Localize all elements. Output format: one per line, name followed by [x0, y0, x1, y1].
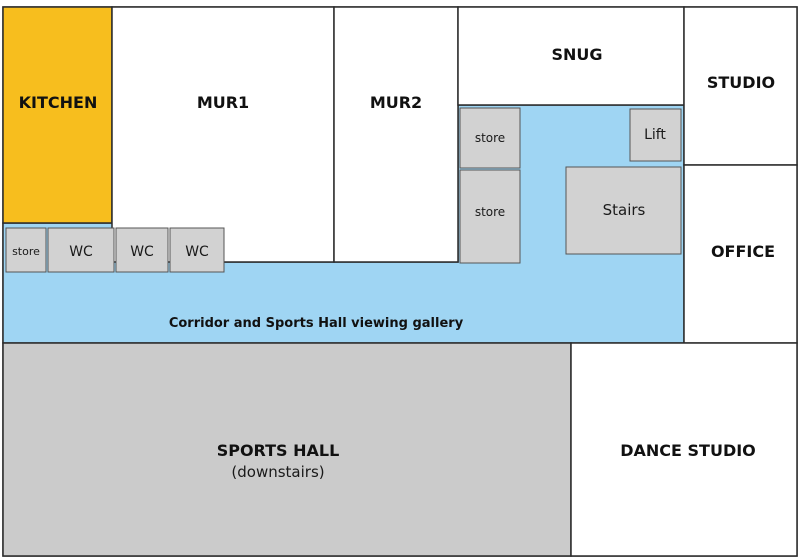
label-store-lower: store	[475, 205, 505, 219]
label-sports-hall-sub: (downstairs)	[231, 463, 324, 481]
label-wc-3: WC	[185, 244, 209, 260]
label-mur1: MUR1	[197, 93, 249, 112]
label-corridor: Corridor and Sports Hall viewing gallery	[169, 316, 464, 331]
store-left[interactable]	[5, 227, 47, 273]
stairs[interactable]	[565, 166, 682, 255]
label-office: OFFICE	[711, 242, 775, 261]
store-upper[interactable]	[459, 107, 521, 169]
label-sports-hall: SPORTS HALL	[217, 441, 340, 460]
room-snug[interactable]	[457, 6, 685, 106]
wc-2[interactable]	[115, 227, 169, 273]
label-snug: SNUG	[551, 45, 602, 64]
label-mur2: MUR2	[370, 93, 422, 112]
label-lift: Lift	[644, 127, 666, 143]
room-office[interactable]	[683, 164, 798, 344]
label-stairs: Stairs	[603, 201, 646, 219]
label-wc-2: WC	[130, 244, 154, 260]
label-store-left: store	[12, 245, 40, 258]
wc-3[interactable]	[169, 227, 225, 273]
room-kitchen[interactable]	[2, 6, 113, 224]
label-kitchen: KITCHEN	[19, 93, 98, 112]
room-studio[interactable]	[683, 6, 798, 166]
label-dance-studio: DANCE STUDIO	[620, 441, 756, 460]
wc-1[interactable]	[47, 227, 115, 273]
label-wc-1: WC	[69, 244, 93, 260]
room-mur2[interactable]	[333, 6, 459, 263]
room-dance-studio[interactable]	[570, 342, 798, 557]
lift[interactable]	[629, 108, 682, 162]
store-lower[interactable]	[459, 169, 521, 264]
label-store-upper: store	[475, 131, 505, 145]
label-studio: STUDIO	[707, 73, 775, 92]
room-mur1[interactable]	[111, 6, 335, 263]
